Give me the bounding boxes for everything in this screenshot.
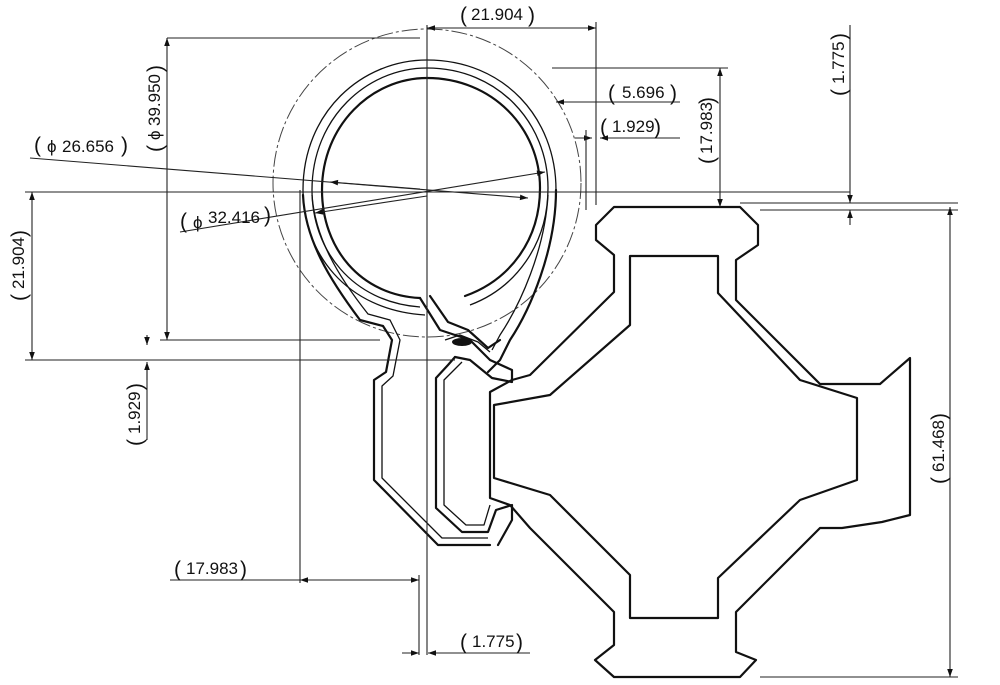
svg-text:(: ( <box>828 89 851 96</box>
dim-top-step: ( 1.775 ) <box>828 33 851 96</box>
clip-part <box>272 28 582 547</box>
svg-text:17.983: 17.983 <box>697 102 716 154</box>
dim-top-width: ( 21.904 ) <box>460 4 535 27</box>
svg-text:17.983: 17.983 <box>186 559 238 578</box>
svg-text:): ) <box>928 413 951 420</box>
svg-text:(: ( <box>696 157 719 164</box>
svg-text:1.775: 1.775 <box>829 41 848 84</box>
dim-ring-mid-diameter: ( ϕ 32.416 ) <box>180 204 271 233</box>
svg-text:): ) <box>670 82 677 105</box>
svg-text:32.416: 32.416 <box>208 208 260 227</box>
svg-text:21.904: 21.904 <box>471 5 523 24</box>
dim-left-vertical: ( 21.904 ) <box>8 230 31 301</box>
svg-text:ϕ: ϕ <box>193 213 203 232</box>
dimension-labels: ( 21.904 ) ( ϕ 39.950 ) ( ϕ 26.656 ) ( ϕ… <box>8 4 951 654</box>
svg-text:(: ( <box>144 145 167 152</box>
svg-text:): ) <box>828 33 851 40</box>
svg-text:(: ( <box>124 439 147 446</box>
svg-text:): ) <box>8 230 31 237</box>
svg-text:): ) <box>121 134 128 157</box>
svg-text:): ) <box>528 4 535 27</box>
svg-text:(: ( <box>928 477 951 484</box>
dim-bottom-offset: ( 17.983 ) <box>174 558 247 581</box>
dimension-lines <box>25 22 958 678</box>
svg-text:): ) <box>516 631 523 654</box>
center-lines <box>299 25 428 655</box>
svg-text:ϕ: ϕ <box>47 137 57 156</box>
dim-gap-right: ( 5.696 ) <box>608 82 677 105</box>
svg-text:(: ( <box>460 4 467 27</box>
svg-text:(: ( <box>34 134 41 157</box>
svg-text:26.656: 26.656 <box>62 137 114 156</box>
svg-text:5.696: 5.696 <box>622 83 665 102</box>
svg-text:): ) <box>124 383 147 390</box>
svg-text:): ) <box>144 65 167 72</box>
svg-text:): ) <box>264 204 271 227</box>
svg-text:1.929: 1.929 <box>612 117 655 136</box>
cross-profile <box>488 205 912 679</box>
svg-text:): ) <box>654 116 661 139</box>
dim-left-step: ( 1.929 ) <box>124 383 147 446</box>
svg-text:): ) <box>240 558 247 581</box>
svg-text:): ) <box>696 97 719 104</box>
svg-text:(: ( <box>180 210 187 233</box>
svg-text:1.929: 1.929 <box>125 391 144 434</box>
svg-text:ϕ: ϕ <box>145 130 164 140</box>
joint-fill <box>452 338 472 346</box>
svg-text:(: ( <box>174 558 181 581</box>
dim-profile-height: ( 61.468 ) <box>928 413 951 484</box>
dim-small-step-right: ( 1.929 ) <box>600 116 661 139</box>
svg-text:39.950: 39.950 <box>145 74 164 126</box>
dim-ring-inner-diameter: ( ϕ 26.656 ) <box>34 134 128 157</box>
dim-bottom-step: ( 1.775 ) <box>460 631 523 654</box>
svg-text:(: ( <box>460 631 467 654</box>
svg-text:(: ( <box>608 82 615 105</box>
dim-offset-vertical-right: ( 17.983 ) <box>696 97 719 164</box>
ring-body <box>301 59 558 547</box>
svg-text:21.904: 21.904 <box>9 237 28 289</box>
svg-text:(: ( <box>600 116 607 139</box>
svg-text:61.468: 61.468 <box>929 420 948 472</box>
svg-text:(: ( <box>8 294 31 301</box>
dim-ring-outer-diameter: ( ϕ 39.950 ) <box>144 65 167 152</box>
svg-text:1.775: 1.775 <box>472 632 515 651</box>
